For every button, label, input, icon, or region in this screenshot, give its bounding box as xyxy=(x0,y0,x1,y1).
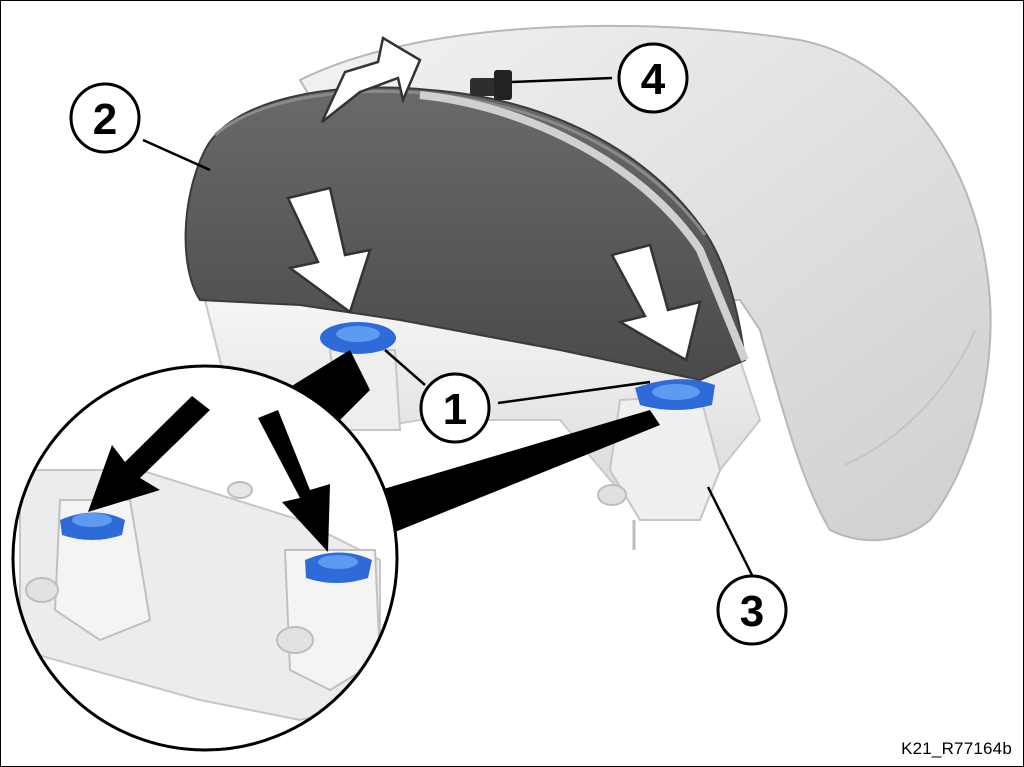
svg-text:4: 4 xyxy=(641,55,666,104)
callout-1: 1 xyxy=(419,372,491,444)
black-arrow-left xyxy=(88,396,210,512)
instrument-cluster-housing xyxy=(184,86,749,382)
detail-zoom-view xyxy=(11,364,399,752)
electrical-connector xyxy=(470,70,512,100)
push-arrow-right xyxy=(610,243,702,362)
black-arrow-right xyxy=(258,410,330,552)
figure-reference-code: K21_R77164b xyxy=(901,739,1012,758)
push-arrow-left xyxy=(286,186,372,315)
svg-text:2: 2 xyxy=(93,95,117,144)
pull-arrow-back xyxy=(320,36,422,123)
blue-clips-main xyxy=(320,322,715,410)
callout-2: 2 xyxy=(69,82,141,154)
svg-text:3: 3 xyxy=(740,587,764,636)
svg-text:1: 1 xyxy=(443,385,467,434)
leader-lines xyxy=(142,76,754,576)
zoom-connector-cone xyxy=(282,350,660,532)
callout-3: 3 xyxy=(716,574,788,646)
callout-4: 4 xyxy=(617,42,689,114)
